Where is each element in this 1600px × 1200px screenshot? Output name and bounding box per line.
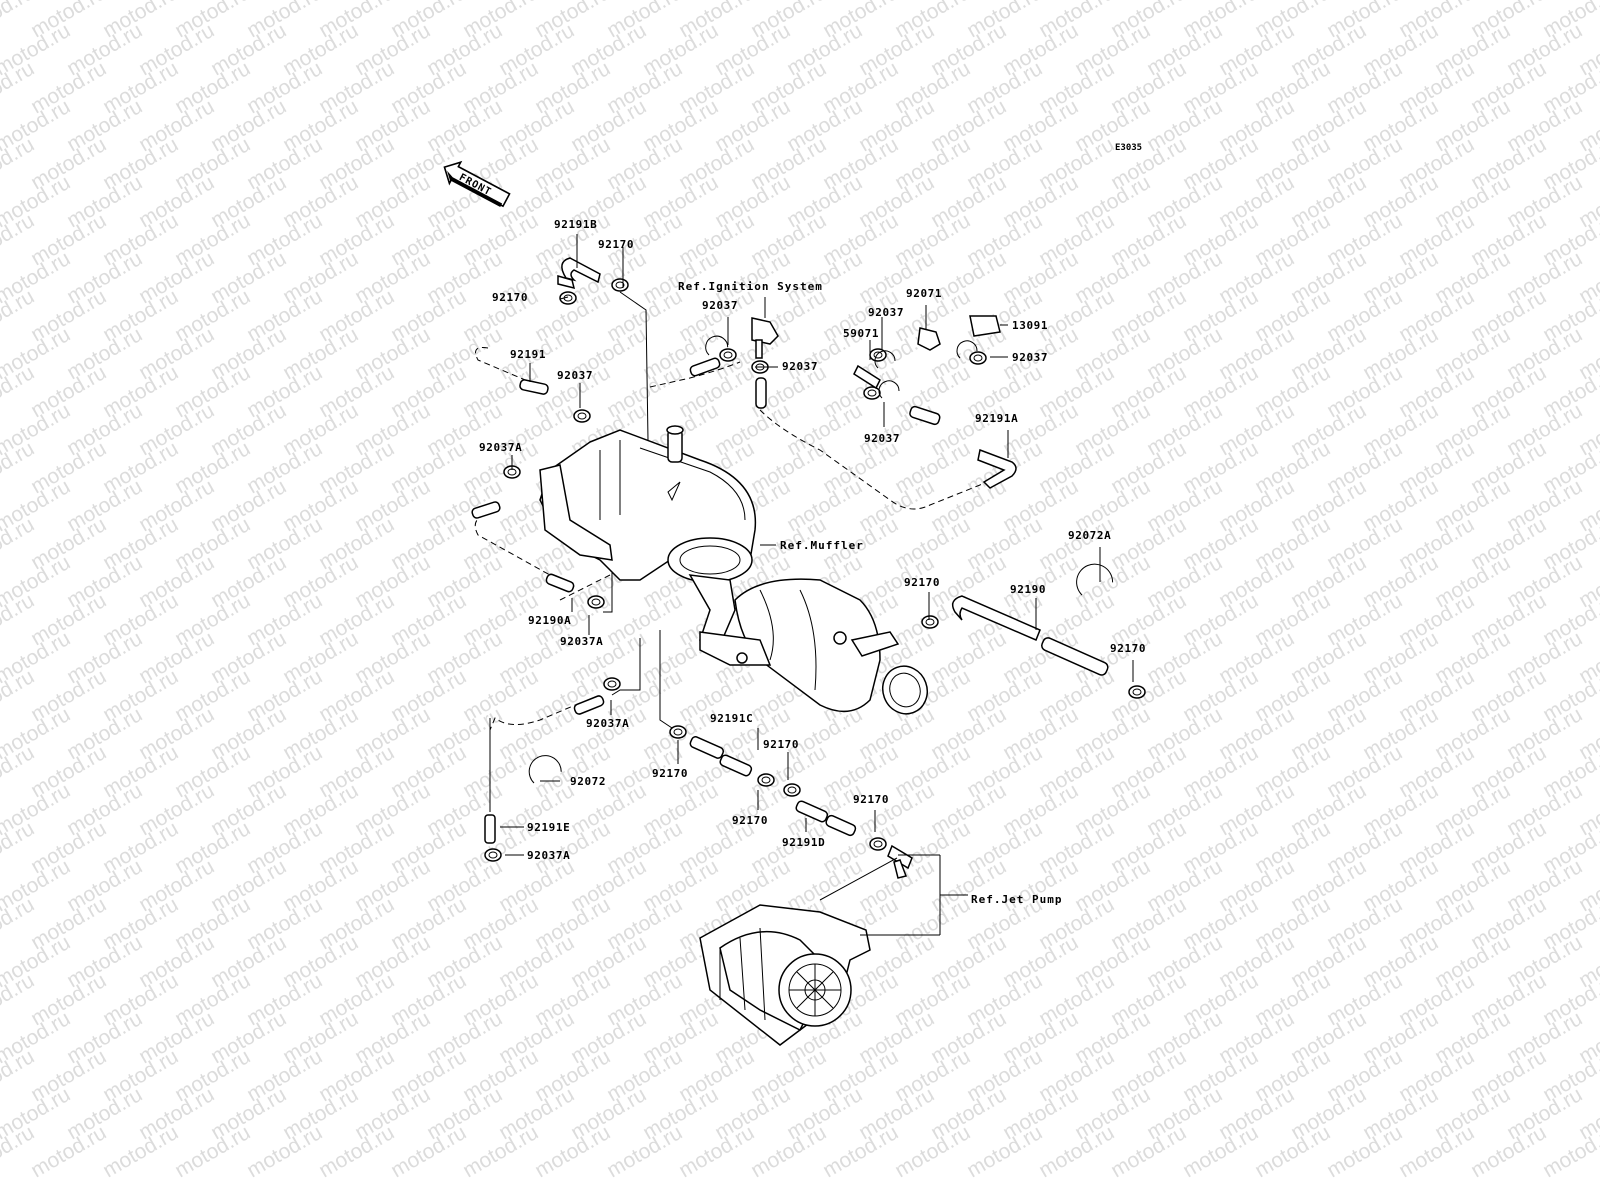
part-label[interactable]: 92037: [868, 306, 904, 319]
part-label[interactable]: 92191E: [527, 821, 570, 834]
clamp-ring-icon[interactable]: [719, 348, 737, 362]
clamp-ring-icon[interactable]: [484, 848, 502, 862]
clamp-ring-icon[interactable]: [921, 615, 939, 629]
hose-92191E[interactable]: [484, 814, 496, 844]
part-label[interactable]: 92191A: [975, 412, 1018, 425]
clamp-ring-icon[interactable]: [603, 677, 621, 691]
part-label[interactable]: 92190A: [528, 614, 571, 627]
part-label[interactable]: 92037: [702, 299, 738, 312]
clamp-ring-icon[interactable]: [1128, 685, 1146, 699]
part-label[interactable]: 92037A: [527, 849, 570, 862]
part-label[interactable]: 92037: [782, 360, 818, 373]
hose-92191[interactable]: [519, 379, 549, 395]
part-label[interactable]: 92170: [1110, 642, 1146, 655]
part-label[interactable]: 92037: [557, 369, 593, 382]
part-label[interactable]: 92191C: [710, 712, 753, 725]
part-label[interactable]: 92170: [763, 738, 799, 751]
clamp-ring-icon[interactable]: [969, 351, 987, 365]
part-label[interactable]: 92190: [1010, 583, 1046, 596]
ref-jet-pump[interactable]: Ref.Jet Pump: [971, 893, 1062, 906]
clamp-ring-icon[interactable]: [863, 386, 881, 400]
clamp-ring-icon[interactable]: [611, 278, 629, 292]
part-label[interactable]: 92170: [598, 238, 634, 251]
part-label[interactable]: 92071: [906, 287, 942, 300]
part-label[interactable]: 92170: [492, 291, 528, 304]
part-label[interactable]: 92170: [853, 793, 889, 806]
cap-13091-icon[interactable]: [969, 315, 1001, 337]
part-label[interactable]: 92170: [652, 767, 688, 780]
part-label[interactable]: 92191B: [554, 218, 597, 231]
part-label[interactable]: 92072A: [1068, 529, 1111, 542]
clamp-ring-icon[interactable]: [869, 837, 887, 851]
clamp-ring-icon[interactable]: [587, 595, 605, 609]
part-label[interactable]: 92037A: [479, 441, 522, 454]
ref-muffler[interactable]: Ref.Muffler: [780, 539, 864, 552]
diagram-code: E3035: [1115, 143, 1142, 153]
part-label[interactable]: 92037: [864, 432, 900, 445]
part-label[interactable]: 92072: [570, 775, 606, 788]
part-label[interactable]: 92037A: [560, 635, 603, 648]
hose-92191D-b[interactable]: [825, 814, 857, 837]
clamp-ring-icon[interactable]: [669, 725, 687, 739]
ref-ignition-system[interactable]: Ref.Ignition System: [678, 280, 823, 293]
part-label[interactable]: 92170: [732, 814, 768, 827]
clamp-ring-icon[interactable]: [757, 773, 775, 787]
part-label[interactable]: 92191D: [782, 836, 825, 849]
clamp-ring-icon[interactable]: [573, 409, 591, 423]
part-label[interactable]: 59071: [843, 327, 879, 340]
part-label[interactable]: 92037A: [586, 717, 629, 730]
hose-vertical-1[interactable]: [755, 377, 767, 409]
part-label[interactable]: 92170: [904, 576, 940, 589]
clamp-ring-icon[interactable]: [783, 783, 801, 797]
part-label[interactable]: 13091: [1012, 319, 1048, 332]
part-label[interactable]: 92191: [510, 348, 546, 361]
watermark-text: motod.ru: [1575, 0, 1600, 4]
part-label[interactable]: 92037: [1012, 351, 1048, 364]
